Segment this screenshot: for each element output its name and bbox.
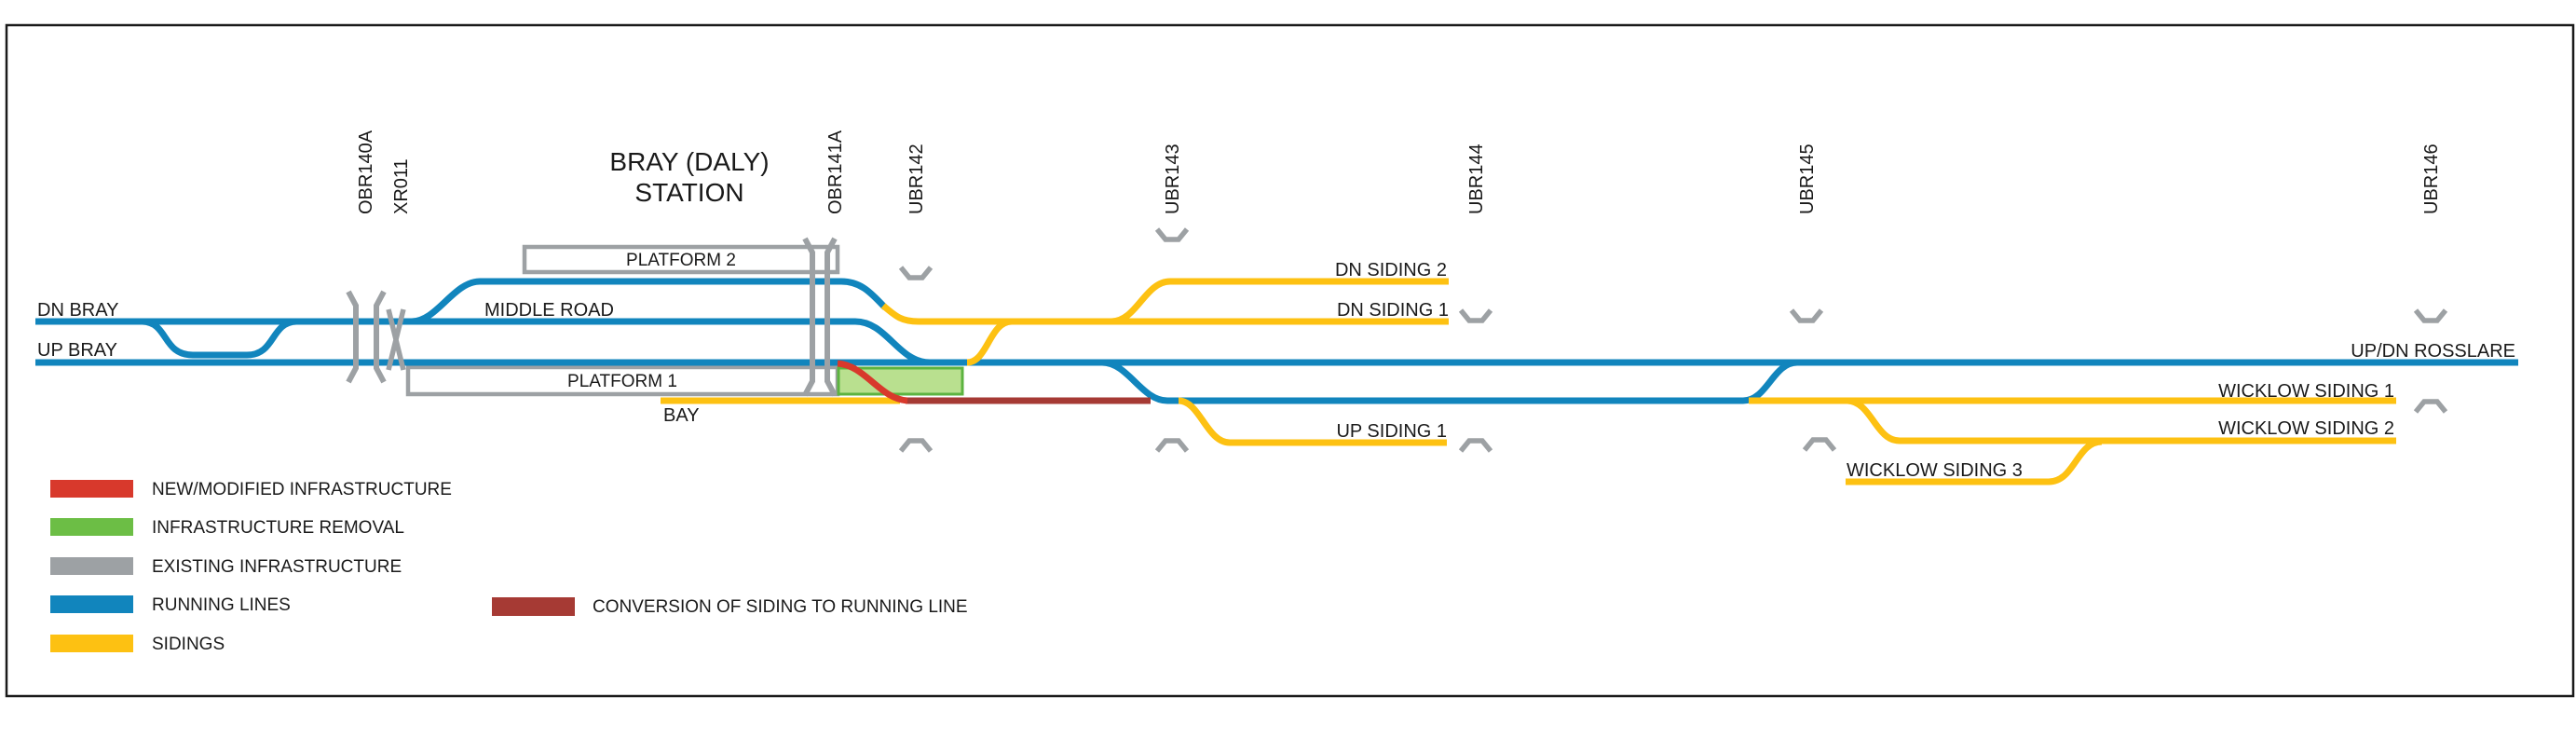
- structure-label-ubr143: UBR143: [1163, 144, 1183, 214]
- structure-label-xr011: XR011: [391, 158, 412, 214]
- station-title-line1: BRAY (DALY): [609, 147, 769, 176]
- legend-label-running-lines: RUNNING LINES: [152, 595, 291, 615]
- overbridge-obr140a-icon: [346, 290, 387, 384]
- label-up-dn-rosslare: UP/DN ROSSLARE: [2351, 341, 2515, 362]
- structure-label-ubr142: UBR142: [906, 144, 927, 214]
- ubr142-bottom-chevron-icon: [898, 438, 934, 453]
- legend-swatch-conversion: [492, 597, 575, 616]
- label-dn-siding-1: DN SIDING 1: [1337, 300, 1449, 321]
- station-title-line2: STATION: [634, 178, 743, 207]
- legend-swatch-sidings: [50, 635, 133, 652]
- level-crossing-xr011-icon: [386, 308, 406, 371]
- ubr146-top-chevron-icon: [2413, 308, 2448, 323]
- siding-dn-2: [1111, 278, 1449, 325]
- platform-2-box: [522, 244, 840, 275]
- label-up-bray: UP BRAY: [37, 340, 117, 361]
- label-platform-1: PLATFORM 1: [567, 372, 677, 391]
- structure-labels: OBR140A XR011 OBR141A UBR142 UBR143 UBR1…: [356, 130, 2442, 214]
- legend-label-sidings: SIDINGS: [152, 635, 225, 654]
- label-dn-siding-2: DN SIDING 2: [1335, 260, 1447, 280]
- station-title: BRAY (DALY) STATION: [609, 147, 769, 207]
- structure-label-obr140a: OBR140A: [356, 130, 376, 214]
- label-wicklow-siding-1: WICKLOW SIDING 1: [2218, 381, 2394, 402]
- label-up-siding-1: UP SIDING 1: [1336, 421, 1447, 442]
- legend-label-removal: INFRASTRUCTURE REMOVAL: [152, 518, 404, 538]
- siding-up-1: [1178, 397, 1447, 446]
- ubr143-bottom-chevron-icon: [1154, 438, 1190, 453]
- ubr142-top-chevron-icon: [898, 266, 934, 280]
- siding-wicklow-2: [1847, 397, 2396, 444]
- track-platform-2-road: [411, 278, 888, 325]
- label-dn-bray: DN BRAY: [37, 300, 118, 321]
- new-infrastructure-curve: [837, 360, 908, 404]
- ubr143-top-chevron-icon: [1154, 227, 1190, 242]
- label-wicklow-siding-2: WICKLOW SIDING 2: [2218, 418, 2394, 439]
- platform-1-box: [405, 364, 840, 397]
- track-relief-loop: [1101, 359, 1798, 404]
- bridge-symbols: [346, 237, 838, 397]
- legend-swatch-running-lines: [50, 595, 133, 613]
- legend-label-conversion: CONVERSION OF SIDING TO RUNNING LINE: [593, 597, 968, 617]
- ubr145-top-chevron-icon: [1789, 308, 1824, 323]
- legend-label-new-modified: NEW/MODIFIED INFRASTRUCTURE: [152, 480, 452, 499]
- siding-dn-1-main-link: [966, 318, 1013, 366]
- underbridge-symbols: [898, 227, 2448, 453]
- track-labels: DN BRAY UP BRAY MIDDLE ROAD PLATFORM 2 P…: [37, 251, 2515, 481]
- legend-swatch-removal: [50, 518, 133, 536]
- ubr146-bottom-chevron-icon: [2413, 399, 2448, 414]
- track-crossover-dip: [142, 318, 297, 359]
- running-lines: [35, 278, 2518, 404]
- ubr144-bottom-chevron-icon: [1458, 438, 1493, 453]
- structure-label-ubr146: UBR146: [2421, 144, 2442, 214]
- structure-label-ubr145: UBR145: [1797, 144, 1818, 214]
- siding-wicklow-3: [1846, 438, 2103, 485]
- label-bay: BAY: [663, 405, 700, 426]
- legend: NEW/MODIFIED INFRASTRUCTURE INFRASTRUCTU…: [50, 480, 968, 654]
- label-platform-2: PLATFORM 2: [626, 251, 736, 270]
- label-middle-road: MIDDLE ROAD: [484, 300, 614, 321]
- overbridge-obr141a-icon: [802, 237, 838, 397]
- legend-swatch-existing: [50, 557, 133, 575]
- structure-label-ubr144: UBR144: [1466, 144, 1487, 214]
- ubr145-bottom-chevron-icon: [1802, 437, 1837, 452]
- label-wicklow-siding-3: WICKLOW SIDING 3: [1847, 460, 2023, 481]
- structure-label-obr141a: OBR141A: [825, 130, 846, 214]
- siding-dn-1: [880, 303, 1449, 325]
- legend-label-existing: EXISTING INFRASTRUCTURE: [152, 557, 402, 577]
- ubr144-top-chevron-icon: [1458, 308, 1493, 323]
- track-dn-bray-middle-road: [35, 318, 931, 366]
- legend-swatch-new-modified: [50, 480, 133, 498]
- sidings: [661, 278, 2396, 485]
